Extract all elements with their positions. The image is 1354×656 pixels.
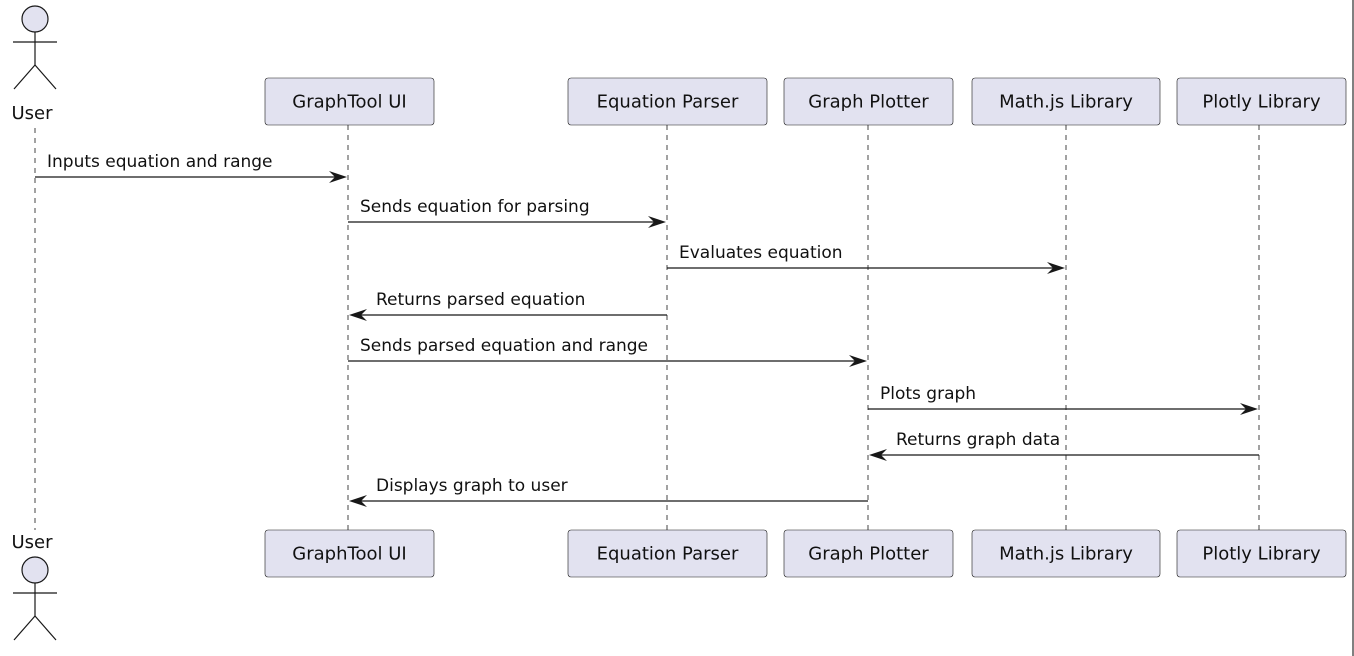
actor-figure-icon (13, 556, 57, 641)
message-label: Sends parsed equation and range (360, 336, 648, 356)
participant-label: Equation Parser (597, 92, 739, 113)
participant-plotly-top: Plotly Library (1176, 77, 1347, 126)
participant-box (971, 529, 1161, 578)
participant-plotter-bottom: Graph Plotter (783, 529, 954, 578)
participant-label: Plotly Library (1202, 92, 1321, 113)
arrowhead-icon (1240, 403, 1258, 415)
participant-label: Equation Parser (597, 544, 739, 565)
message-label: Evaluates equation (679, 243, 843, 263)
message-1: Inputs equation and range (35, 152, 347, 183)
message-label: Displays graph to user (376, 476, 568, 496)
participant-box (1176, 529, 1347, 578)
lifelines (34, 125, 1260, 530)
message-label: Inputs equation and range (47, 152, 273, 172)
participant-label: GraphTool UI (292, 92, 406, 113)
message-8: Displays graph to user (349, 476, 868, 507)
participant-box (1176, 77, 1347, 126)
participant-mathjs-bottom: Math.js Library (971, 529, 1161, 578)
arrowhead-icon (349, 495, 367, 507)
arrowhead-icon (1047, 262, 1065, 274)
participant-box (783, 77, 954, 126)
arrowhead-icon (329, 171, 347, 183)
participant-box (264, 529, 435, 578)
participant-box (971, 77, 1161, 126)
actor-label: User (11, 103, 53, 124)
participant-box (567, 77, 768, 126)
participant-box (264, 77, 435, 126)
participant-label: Plotly Library (1202, 544, 1321, 565)
participant-ui-bottom: GraphTool UI (264, 529, 435, 578)
message-label: Sends equation for parsing (360, 197, 590, 217)
participant-parser-bottom: Equation Parser (567, 529, 768, 578)
arrowhead-icon (648, 216, 666, 228)
arrowhead-icon (849, 355, 867, 367)
message-6: Plots graph (868, 384, 1258, 415)
participant-label: Graph Plotter (808, 92, 929, 113)
message-label: Returns parsed equation (376, 290, 585, 310)
participant-label: Math.js Library (999, 92, 1133, 113)
message-2: Sends equation for parsing (348, 197, 666, 228)
actor-user-bottom: User (11, 532, 57, 641)
arrowhead-icon (349, 309, 367, 321)
participant-box (783, 529, 954, 578)
participant-label: Graph Plotter (808, 544, 929, 565)
arrowhead-icon (869, 449, 887, 461)
participant-label: GraphTool UI (292, 544, 406, 565)
message-label: Returns graph data (896, 430, 1060, 450)
participant-parser-top: Equation Parser (567, 77, 768, 126)
participant-label: Math.js Library (999, 544, 1133, 565)
actor-label: User (11, 532, 53, 553)
message-5: Sends parsed equation and range (348, 336, 867, 367)
message-label: Plots graph (880, 384, 976, 404)
participants-bottom: GraphTool UI Equation Parser Graph Plotter… (264, 529, 1347, 578)
message-7: Returns graph data (869, 430, 1259, 461)
actor-user-top: User (11, 5, 57, 124)
participants-top: GraphTool UI Equation Parser Graph Plotter… (264, 77, 1347, 126)
actor-figure-icon (13, 5, 57, 90)
participant-plotly-bottom: Plotly Library (1176, 529, 1347, 578)
participant-ui-top: GraphTool UI (264, 77, 435, 126)
participant-box (567, 529, 768, 578)
participant-plotter-top: Graph Plotter (783, 77, 954, 126)
message-4: Returns parsed equation (349, 290, 667, 321)
participant-mathjs-top: Math.js Library (971, 77, 1161, 126)
message-3: Evaluates equation (667, 243, 1065, 274)
